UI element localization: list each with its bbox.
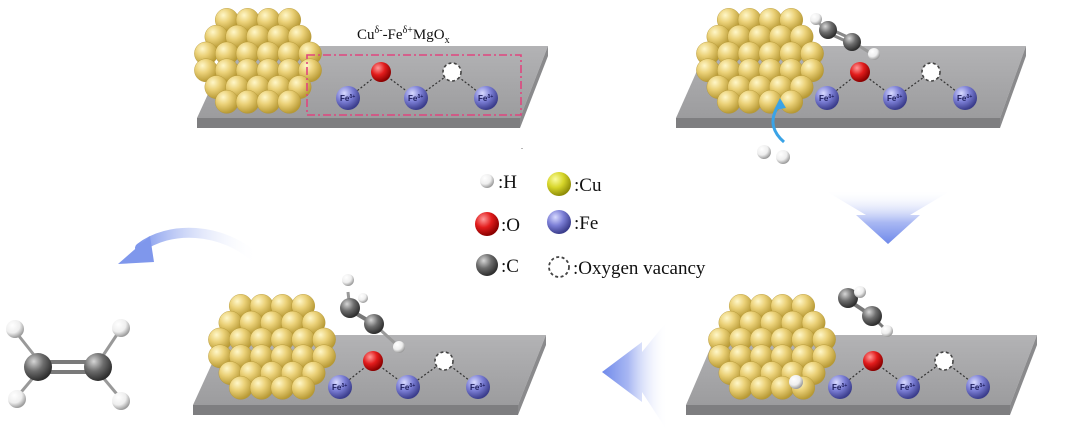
ethyl-intermediate — [340, 274, 405, 353]
legend-cu: :Cu — [574, 175, 602, 196]
fe-site-label: Feδ+ — [408, 94, 423, 103]
oxygen-atom — [850, 62, 870, 82]
stray-mark: . — [521, 142, 523, 151]
iron-atom — [828, 375, 852, 399]
acetylene-molecule — [810, 13, 880, 60]
iron-atom — [396, 375, 420, 399]
iron-atom — [883, 86, 907, 110]
oxygen-vacancy-legend-icon — [548, 256, 570, 278]
legend: :H :Cu :O :Fe :C :Oxygen vacancy — [475, 172, 706, 279]
copper-atom — [214, 90, 239, 114]
catalyst-formula: Cuδ--Feδ+MgOx — [357, 25, 450, 46]
fe-site-label: Feδ+ — [332, 383, 347, 392]
copper-legend-icon — [547, 172, 571, 196]
oxygen-vacancy — [434, 351, 454, 371]
legend-o: :O — [501, 215, 520, 236]
copper-atom — [270, 375, 295, 400]
iron-atom — [896, 375, 920, 399]
copper-atom — [729, 375, 753, 400]
copper-atom — [749, 375, 774, 400]
cu-cluster — [208, 294, 336, 400]
surface-sites: Feδ+ Feδ+ Feδ+ — [828, 351, 990, 399]
fe-site-label: Feδ+ — [478, 94, 493, 103]
fe-site-label: Feδ+ — [340, 94, 355, 103]
iron-atom — [328, 375, 352, 399]
legend-c: :C — [501, 256, 519, 277]
surface-bond — [943, 360, 979, 388]
oxygen-legend-icon — [475, 212, 499, 236]
panel-initial-catalyst: Feδ+ Feδ+ Feδ+ Cuδ--Feδ+MgOx — [194, 8, 548, 128]
copper-atom — [737, 90, 762, 114]
h2-molecule — [757, 145, 790, 164]
interface-highlight-box — [306, 54, 522, 116]
surface-bond — [443, 360, 479, 388]
panel-acetylene-adsorption: Feδ+ Feδ+ Feδ+ — [676, 8, 1026, 164]
desorption-arrow — [118, 227, 263, 265]
oxygen-vacancy — [921, 62, 941, 82]
fe-site-label: Feδ+ — [887, 94, 902, 103]
iron-atom — [815, 86, 839, 110]
surface-bond — [839, 360, 874, 388]
iron-atom — [474, 86, 498, 110]
copper-atom — [256, 90, 281, 114]
iron-atom — [336, 86, 360, 110]
cu-cluster — [194, 8, 322, 114]
copper-atom — [291, 375, 316, 400]
fe-site-label: Feδ+ — [400, 383, 415, 392]
oxygen-atom — [863, 351, 883, 371]
iron-atom — [466, 375, 490, 399]
legend-h: :H — [498, 172, 517, 193]
oxygen-vacancy — [934, 351, 954, 371]
surface-sites: Feδ+ Feδ+ Feδ+ — [815, 62, 977, 110]
vinyl-intermediate — [789, 286, 893, 389]
panel-partial-hydrogenation: Feδ+ Feδ+ Feδ+ — [686, 286, 1037, 415]
copper-atom — [277, 90, 302, 114]
surface-bond — [339, 360, 374, 388]
surface-sites: Feδ+ Feδ+ Feδ+ — [328, 351, 490, 399]
iron-legend-icon — [547, 210, 571, 234]
copper-atom — [249, 375, 274, 400]
surface-bond — [451, 71, 487, 99]
oxygen-vacancy — [442, 62, 462, 82]
step-arrow-left — [602, 320, 668, 432]
fe-site-label: Feδ+ — [970, 383, 985, 392]
surface-bond — [826, 71, 861, 99]
surface-sites: Feδ+ Feδ+ Feδ+ — [336, 62, 498, 110]
iron-atom — [966, 375, 990, 399]
step-arrow-down — [824, 190, 952, 244]
cu-cluster — [696, 8, 824, 114]
oxygen-atom — [371, 62, 391, 82]
legend-fe: :Fe — [574, 213, 598, 234]
fe-site-label: Feδ+ — [819, 94, 834, 103]
surface-bond — [930, 71, 966, 99]
carbon-legend-icon — [476, 254, 498, 276]
iron-atom — [404, 86, 428, 110]
panel-ethylene-formation: Feδ+ Feδ+ Feδ+ — [193, 274, 546, 415]
iron-atom — [953, 86, 977, 110]
copper-atom — [779, 90, 804, 114]
fe-site-label: Feδ+ — [957, 94, 972, 103]
copper-atom — [717, 90, 741, 114]
ethylene-product — [6, 319, 130, 410]
fe-site-label: Feδ+ — [900, 383, 915, 392]
oxygen-atom — [363, 351, 383, 371]
cu-cluster — [708, 294, 836, 400]
hydrogen-legend-icon — [480, 174, 494, 188]
surface-bond — [347, 71, 382, 99]
copper-atom — [228, 375, 253, 400]
copper-atom — [235, 90, 260, 114]
fe-site-label: Feδ+ — [832, 383, 847, 392]
legend-vacancy: :Oxygen vacancy — [573, 258, 706, 279]
fe-site-label: Feδ+ — [470, 383, 485, 392]
